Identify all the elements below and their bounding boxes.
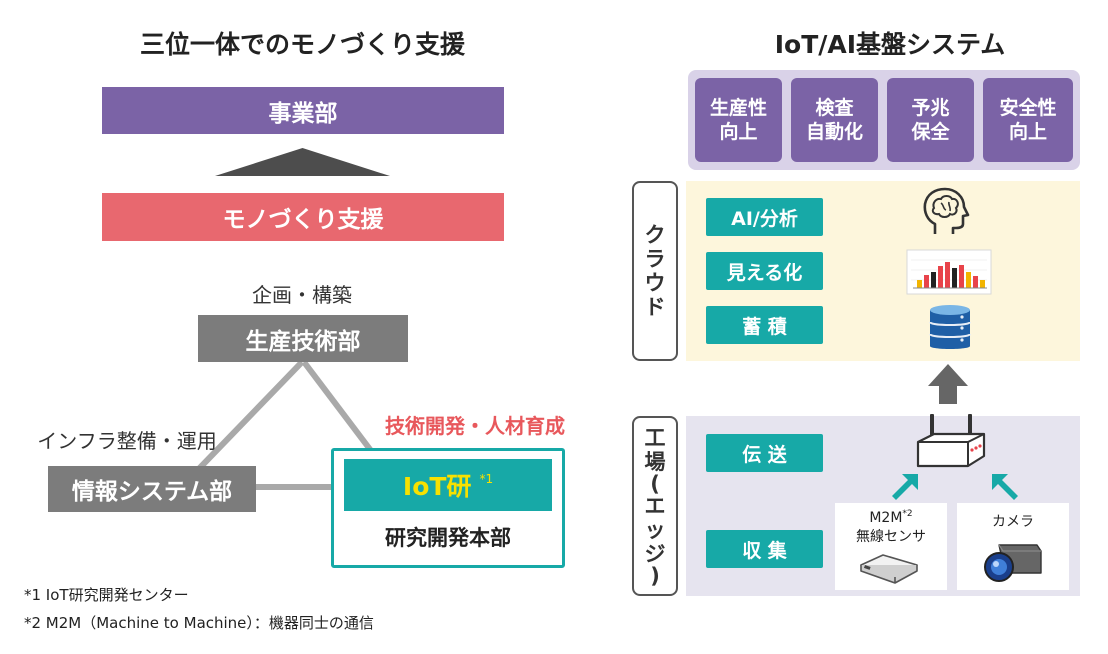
tab-char: ラ — [644, 247, 666, 271]
rnd-label: 研究開発本部 — [385, 526, 511, 550]
router-icon — [916, 414, 986, 468]
right-title: IoT/AI基盤システム — [774, 30, 1006, 59]
monozukuri-box: モノづくり支援 — [102, 193, 504, 241]
cloud-item-visualize: 見える化 — [706, 252, 823, 290]
planning-label: 企画・構築 — [252, 282, 352, 307]
kpi-line2: 保全 — [911, 121, 950, 143]
kpi-line2: 向上 — [1008, 121, 1047, 143]
camera-label: カメラ — [992, 514, 1034, 530]
arrow-up-right-icon — [892, 474, 918, 500]
kpi-safety: 安全性 向上 — [983, 78, 1073, 162]
sensor-line1: M2M — [869, 510, 903, 526]
rnd-container: IoT研 *1 研究開発本部 — [331, 448, 565, 568]
kpi-line1: 安全性 — [999, 97, 1057, 119]
camera-icon — [984, 544, 1042, 582]
tab-char: ド — [644, 295, 666, 319]
up-arrow-icon — [928, 364, 968, 404]
cloud-item-storage: 蓄 積 — [706, 306, 823, 344]
seisan-box: 生産技術部 — [198, 315, 408, 362]
jigyoubu-box: 事業部 — [102, 87, 504, 134]
edge-item-collect: 収 集 — [706, 530, 823, 568]
infra-label: インフラ整備・運用 — [37, 428, 217, 453]
arrow-up-left-icon — [992, 474, 1018, 500]
note-2: *2 M2M（Machine to Machine）：機器同士の通信 — [24, 614, 374, 632]
iot-lab-label: IoT研 — [402, 472, 472, 501]
brain-head-icon — [923, 187, 970, 234]
triangle-shape — [215, 148, 390, 176]
sensor-line2: 無線センサ — [856, 529, 926, 545]
tab-char: ジ — [644, 542, 666, 566]
sensor-mark: *2 — [902, 509, 913, 519]
tab-char: ク — [644, 223, 666, 247]
iot-lab-mark: *1 — [479, 472, 494, 486]
kpi-line1: 生産性 — [709, 97, 767, 119]
camera-card: カメラ — [957, 503, 1069, 590]
sensor-device-icon — [860, 554, 918, 584]
tab-char: ウ — [644, 271, 666, 295]
note-1: *1 IoT研究開発センター — [24, 586, 189, 604]
sensor-card: M2M*2 無線センサ — [835, 503, 947, 590]
kpi-line2: 自動化 — [805, 121, 863, 143]
tab-char: ッ — [644, 518, 666, 542]
kpi-inspection: 検査 自動化 — [791, 78, 878, 162]
tech-label: 技術開発・人材育成 — [385, 413, 565, 438]
edge-tab: 工 場 ( エ ッ ジ ) — [632, 416, 678, 596]
cloud-item-ai: AI/分析 — [706, 198, 823, 236]
tab-char: 場 — [644, 450, 666, 474]
joho-box: 情報システム部 — [48, 466, 256, 512]
kpi-predictive: 予兆 保全 — [887, 78, 974, 162]
kpi-productivity: 生産性 向上 — [695, 78, 782, 162]
left-title: 三位一体でのモノづくり支援 — [139, 30, 465, 59]
bar-chart-icon — [906, 249, 992, 295]
tab-char: 工 — [644, 426, 666, 450]
kpi-line1: 予兆 — [911, 97, 950, 119]
iot-lab-box: IoT研 *1 — [344, 459, 552, 511]
database-icon — [929, 305, 971, 349]
kpi-line2: 向上 — [719, 121, 758, 143]
tab-char: ) — [650, 564, 660, 588]
tab-char: ( — [650, 472, 660, 496]
sensor-line1-row: M2M*2 — [835, 509, 947, 527]
cloud-tab: ク ラ ウ ド — [632, 181, 678, 361]
tab-char: エ — [644, 494, 666, 518]
kpi-line1: 検査 — [815, 97, 854, 119]
edge-item-transmit: 伝 送 — [706, 434, 823, 472]
